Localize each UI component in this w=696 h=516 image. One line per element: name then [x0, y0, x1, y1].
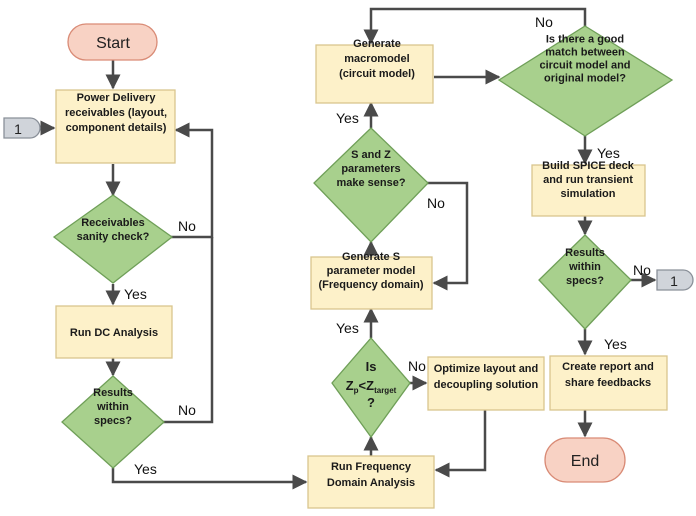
sz-decision — [313, 127, 429, 243]
label-line: Run Frequency — [331, 461, 412, 473]
build-spice-box — [531, 164, 646, 217]
sz-no-label: No — [427, 195, 445, 211]
end-terminal — [544, 437, 626, 483]
power-delivery-box — [55, 89, 176, 164]
edge-results-left-yes — [111, 468, 308, 490]
label-line: within — [96, 401, 129, 413]
label-line: specs? — [566, 275, 604, 287]
connector-out — [656, 269, 694, 291]
zp-formula: Zp<Ztarget — [346, 378, 397, 395]
label-line: Is there a good — [546, 34, 624, 46]
run-freq-box — [307, 455, 435, 509]
connector-out-label: 1 — [670, 273, 678, 289]
label-line: decoupling solution — [434, 379, 539, 391]
power-delivery-label: Power Delivery receivables (layout, compon… — [65, 92, 167, 134]
label-line: parameter model — [327, 265, 416, 277]
sanity-decision — [52, 194, 174, 284]
label-line: receivables (layout, — [65, 107, 167, 119]
results-right-yes-label: Yes — [604, 336, 627, 352]
label-line: parameters — [341, 163, 400, 175]
gen-s-label: Generate S parameter model (Frequency doma… — [318, 251, 423, 291]
edge-sanity-no — [171, 122, 214, 239]
label-line: (Frequency domain) — [318, 279, 423, 291]
start-label: Start — [96, 35, 130, 52]
match-yes-label: Yes — [597, 145, 620, 161]
label-line: within — [568, 261, 601, 273]
label-line: make sense? — [336, 177, 405, 189]
label-line: (circuit model) — [339, 68, 415, 80]
label-line: Optimize layout and — [434, 363, 539, 375]
label-line: original model? — [544, 73, 626, 85]
label-line: Power Delivery — [77, 92, 157, 104]
label-line: Domain Analysis — [327, 477, 415, 489]
end-label: End — [571, 453, 599, 470]
sanity-label: Receivables sanity check? — [77, 217, 150, 243]
run-dc-label: Run DC Analysis — [70, 327, 158, 339]
edge-optimize-to-freq — [434, 410, 487, 478]
edge-sz-no — [427, 181, 469, 291]
label-line: Results — [93, 387, 133, 399]
gen-macro-box — [315, 44, 434, 104]
label-line: Generate S — [342, 251, 400, 263]
zp-decision — [331, 337, 411, 439]
sanity-no-label: No — [178, 218, 196, 234]
label-line: Run DC Analysis — [70, 327, 158, 339]
zp-line3: ? — [367, 395, 375, 410]
label-line: component details) — [66, 122, 167, 134]
label-line: circuit model and — [539, 60, 630, 72]
results-right-no-label: No — [633, 262, 651, 278]
match-decision — [497, 25, 674, 137]
connector-in-label: 1 — [14, 121, 22, 137]
sanity-yes-label: Yes — [124, 286, 147, 302]
results-right-decision — [538, 234, 632, 330]
label-line: share feedbacks — [565, 377, 651, 389]
results-left-yes-label: Yes — [134, 461, 157, 477]
label-line: and run transient — [543, 174, 633, 186]
label-line: Results — [565, 247, 605, 259]
results-right-label: Results within specs? — [565, 247, 605, 287]
edge-match-no — [363, 7, 587, 45]
zp-yes-label: Yes — [336, 320, 359, 336]
zp-line1: Is — [366, 359, 377, 374]
results-left-decision — [61, 375, 165, 469]
label-line: S and Z — [351, 149, 391, 161]
report-box — [549, 355, 668, 411]
label-line: Create report and — [562, 361, 654, 373]
label-line: sanity check? — [77, 231, 150, 243]
report-label: Create report and share feedbacks — [562, 361, 654, 389]
results-left-no-label: No — [178, 402, 196, 418]
sz-label: S and Z parameters make sense? — [336, 149, 405, 189]
edge-results-left-no — [163, 237, 214, 424]
label-line: Build SPICE deck — [542, 160, 635, 172]
optimize-box — [427, 356, 545, 411]
gen-s-box — [310, 256, 433, 310]
optimize-label: Optimize layout and decoupling solution — [434, 363, 539, 391]
label-line: Generate — [353, 38, 401, 50]
label-line: specs? — [94, 415, 132, 427]
gen-macro-label: Generate macromodel (circuit model) — [339, 38, 415, 80]
label-line: simulation — [560, 188, 615, 200]
start-terminal — [67, 23, 158, 61]
run-dc-box — [55, 305, 173, 359]
match-no-label: No — [535, 14, 553, 30]
label-line: match between — [545, 47, 625, 59]
results-left-label: Results within specs? — [93, 387, 133, 427]
build-spice-label: Build SPICE deck and run transient simulat… — [542, 160, 635, 200]
label-line: Receivables — [81, 217, 145, 229]
connector-in — [3, 117, 41, 139]
label-line: macromodel — [344, 53, 409, 65]
sz-yes-label: Yes — [336, 110, 359, 126]
zp-no-label: No — [408, 358, 426, 374]
